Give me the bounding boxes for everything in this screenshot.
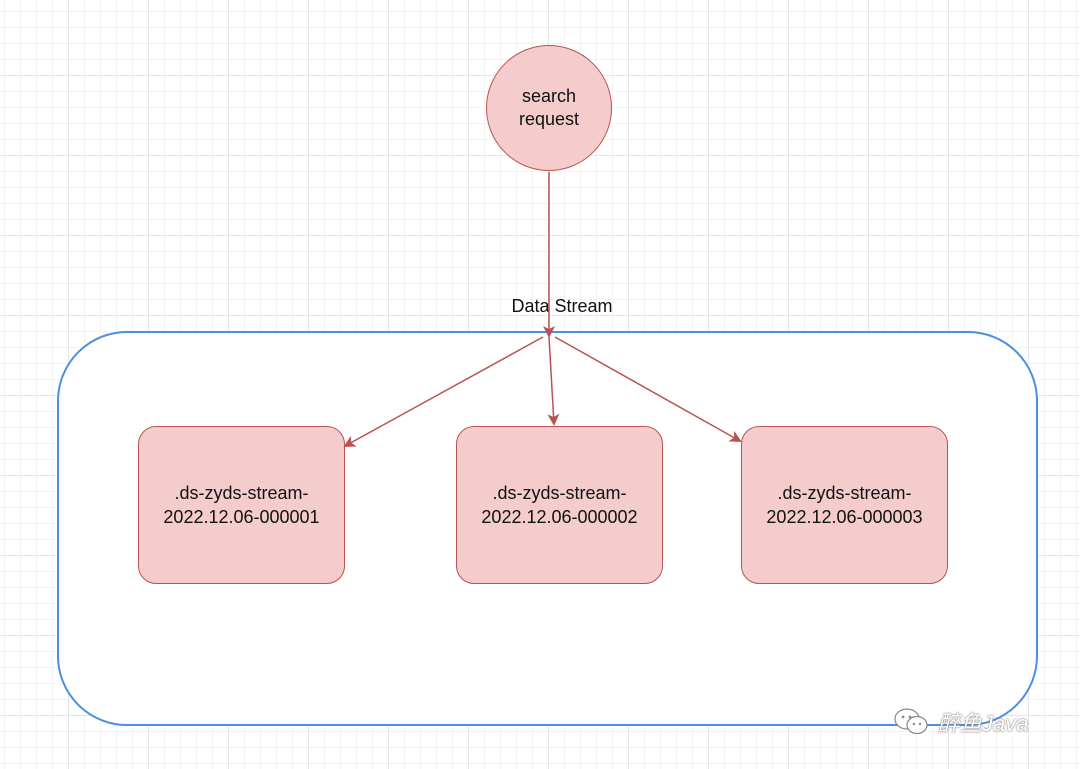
index-label: .ds-zyds-stream- 2022.12.06-000003 bbox=[755, 481, 935, 529]
index-label-line-1: .ds-zyds-stream- bbox=[777, 483, 912, 503]
index-label: .ds-zyds-stream- 2022.12.06-000002 bbox=[470, 481, 650, 529]
index-label-line-1: .ds-zyds-stream- bbox=[492, 483, 627, 503]
data-stream-label: Data Stream bbox=[511, 296, 613, 316]
search-request-label: search request bbox=[509, 85, 589, 131]
index-label-line-2: 2022.12.06-000002 bbox=[481, 507, 638, 527]
search-request-line-1: search bbox=[521, 86, 577, 106]
search-request-line-2: request bbox=[518, 109, 580, 129]
index-label: .ds-zyds-stream- 2022.12.06-000001 bbox=[152, 481, 332, 529]
wechat-icon bbox=[894, 708, 928, 735]
index-label-line-1: .ds-zyds-stream- bbox=[174, 483, 309, 503]
index-node-000003[interactable]: .ds-zyds-stream- 2022.12.06-000003 bbox=[741, 426, 948, 584]
index-label-line-2: 2022.12.06-000003 bbox=[766, 507, 923, 527]
watermark: 醉鱼Java bbox=[894, 705, 1028, 739]
index-node-000002[interactable]: .ds-zyds-stream- 2022.12.06-000002 bbox=[456, 426, 663, 584]
watermark-text: 醉鱼Java bbox=[938, 711, 1029, 736]
search-request-node[interactable]: search request bbox=[486, 45, 612, 171]
index-label-line-2: 2022.12.06-000001 bbox=[163, 507, 320, 527]
index-node-000001[interactable]: .ds-zyds-stream- 2022.12.06-000001 bbox=[138, 426, 345, 584]
